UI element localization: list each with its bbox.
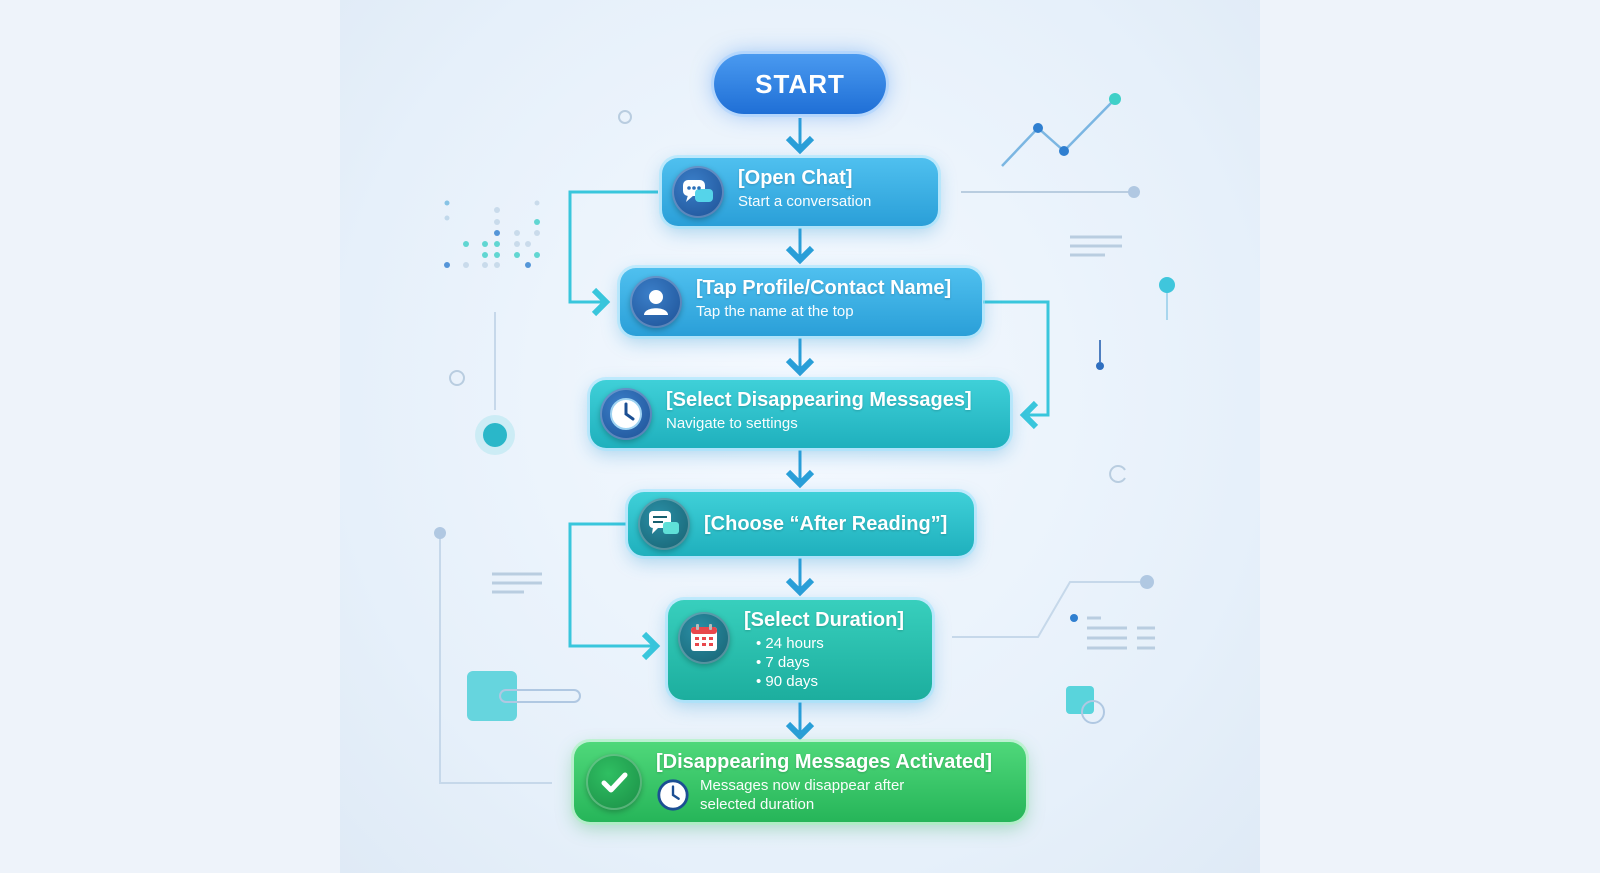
step-title: [Select Duration] [744,609,905,631]
step-tap-profile: [Tap Profile/Contact Name] Tap the name … [620,268,982,336]
start-node: START [714,54,886,114]
step-title: [Select Disappearing Messages] [666,389,972,411]
calendar-icon [678,612,730,664]
step-select-duration: [Select Duration] 24 hours 7 days 90 day… [668,600,932,700]
step-title: [Tap Profile/Contact Name] [696,277,952,299]
duration-option: 24 hours [756,634,904,653]
step-select-disappearing: [Select Disappearing Messages] Navigate … [590,380,1010,448]
step-subtitle: Tap the name at the top [696,303,854,320]
duration-option: 7 days [756,653,904,672]
step-subtitle: Navigate to settings [666,415,798,432]
clock-icon [656,778,690,812]
step-subtitle: selected duration [700,796,815,813]
step-open-chat: [Open Chat] Start a conversation [662,158,938,226]
duration-option: 90 days [756,672,904,691]
step-subtitle: Messages now disappear after [700,777,905,794]
user-icon [630,276,682,328]
step-title: [Open Chat] [738,167,853,189]
step-activated: [Disappearing Messages Activated] Messag… [574,742,1026,822]
message-bubbles-icon [638,498,690,550]
step-title: [Choose “After Reading”] [704,513,948,535]
duration-options: 24 hours 7 days 90 days [744,634,904,691]
clock-icon [600,388,652,440]
chat-bubbles-icon [672,166,724,218]
step-choose-after-reading: [Choose “After Reading”] [628,492,974,556]
checkmark-icon [586,754,642,810]
step-title: [Disappearing Messages Activated] [656,751,993,773]
step-subtitle: Start a conversation [738,193,872,210]
